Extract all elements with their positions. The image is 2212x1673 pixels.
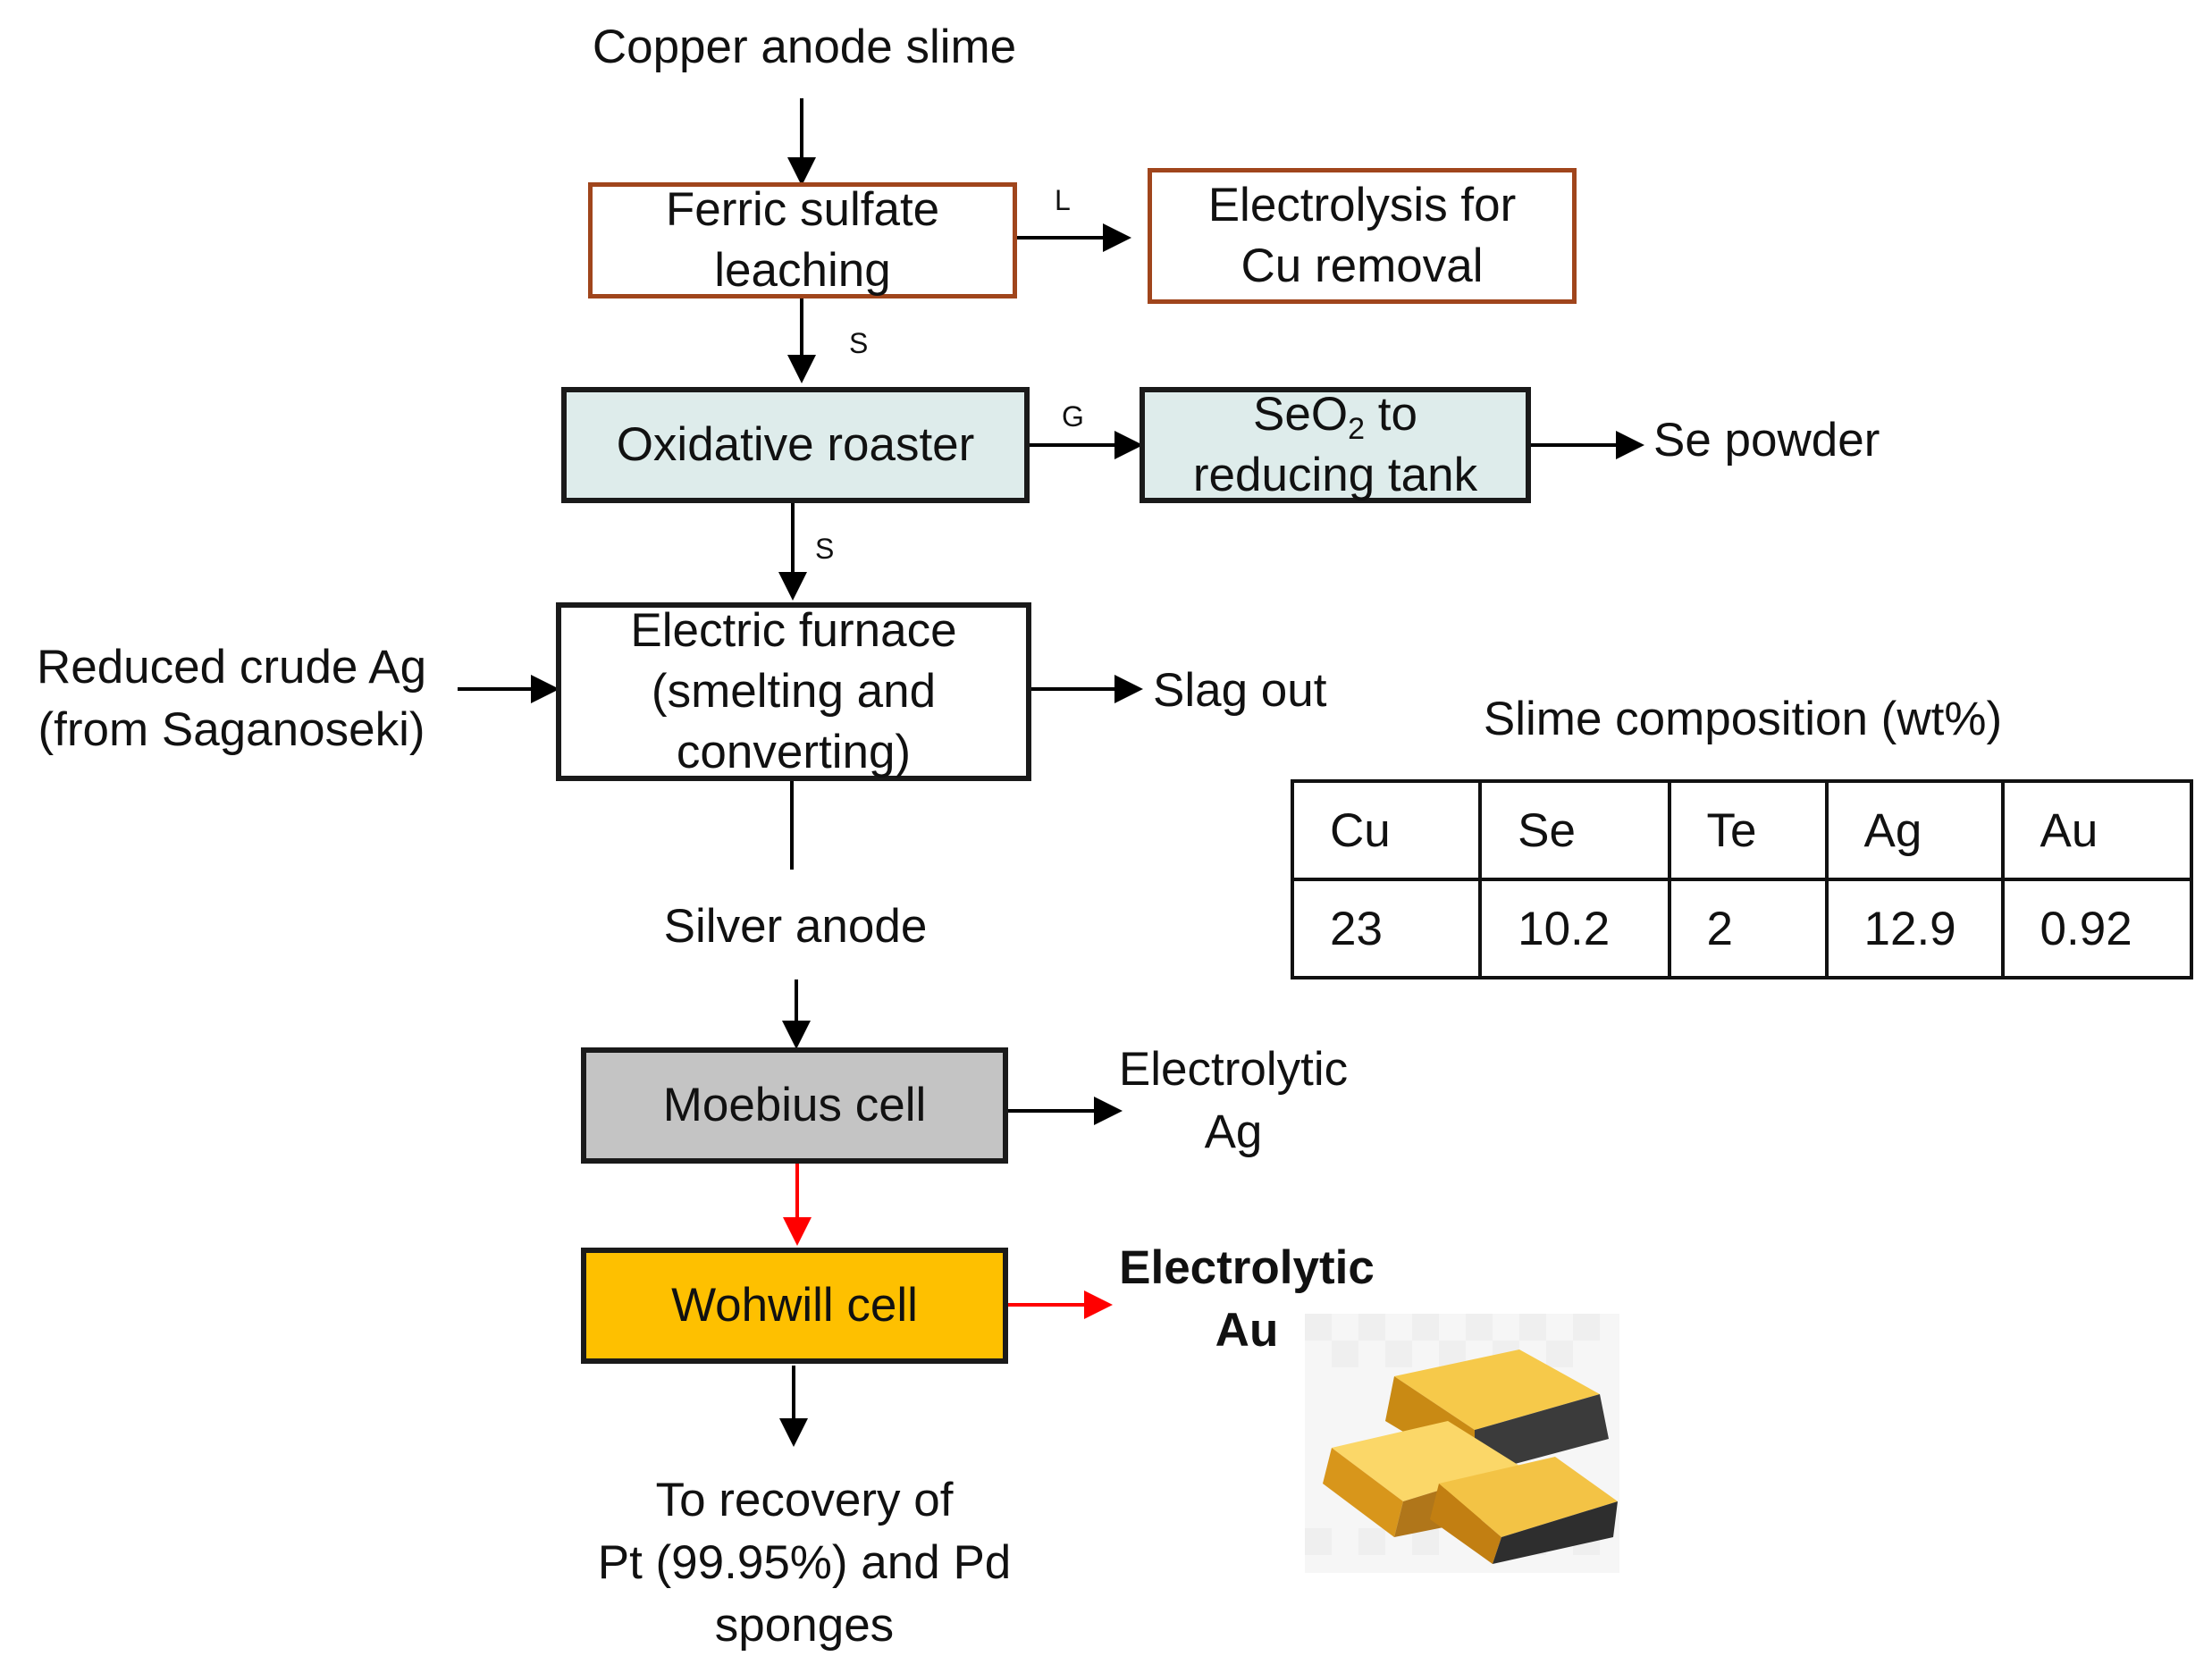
value-cu: 23 [1290, 878, 1483, 979]
furnace-line-1: Electric furnace [630, 604, 957, 657]
electric-furnace-box: Electric furnace (smelting and convertin… [556, 602, 1031, 781]
wohwill-cell-box: Wohwill cell [581, 1248, 1008, 1364]
seo2-line-2: reducing tank [1192, 449, 1478, 501]
ferric-line-1: Ferric sulfate [665, 183, 940, 236]
elec-au-line-1: Electrolytic [1119, 1241, 1375, 1294]
gold-bars-icon [1305, 1314, 1619, 1573]
header-te: Te [1667, 779, 1829, 881]
elec-ag-line-2: Ag [1204, 1106, 1263, 1158]
slag-out-label: Slag out [1153, 664, 1327, 717]
oxidative-roaster-box: Oxidative roaster [561, 387, 1030, 503]
header-au: Au [2000, 779, 2194, 881]
seo2-formula: SeO [1253, 388, 1349, 441]
furnace-line-3: converting) [676, 726, 912, 778]
reduced-crude-ag-label: Reduced crude Ag (from Saganoseki) [13, 636, 450, 761]
value-te: 2 [1667, 878, 1829, 979]
wohwill-label: Wohwill cell [671, 1279, 918, 1332]
header-ag: Ag [1824, 779, 2005, 881]
moebius-cell-box: Moebius cell [581, 1047, 1008, 1164]
composition-title: Slime composition (wt%) [1483, 693, 2003, 745]
edge-label-solid-2: S [815, 533, 835, 565]
header-cu: Cu [1290, 779, 1483, 881]
se-powder-label: Se powder [1653, 414, 1880, 467]
recovery-line-1: To recovery of [655, 1474, 954, 1526]
value-ag: 12.9 [1824, 878, 2005, 979]
elec-ag-line-1: Electrolytic [1118, 1043, 1349, 1096]
value-au: 0.92 [2000, 878, 2194, 979]
seo2-subscript: 2 [1348, 412, 1366, 446]
composition-value-row: 23 10.2 2 12.9 0.92 [1290, 878, 2194, 979]
electrolytic-au-label: Electrolytic Au [1108, 1237, 1385, 1362]
roaster-label: Oxidative roaster [616, 418, 975, 471]
ferric-sulfate-leaching-box: Ferric sulfate leaching [588, 182, 1017, 298]
crude-line-2: (from Saganoseki) [38, 703, 425, 756]
edge-label-liquid: L [1055, 184, 1071, 216]
composition-header-row: Cu Se Te Ag Au [1290, 779, 2194, 881]
crude-line-1: Reduced crude Ag [36, 641, 427, 694]
elec-au-line-2: Au [1215, 1304, 1279, 1357]
recovery-label: To recovery of Pt (99.95%) and Pd sponge… [527, 1469, 1081, 1657]
composition-table: Cu Se Te Ag Au 23 10.2 2 12.9 0.92 [1290, 779, 2194, 979]
electrolysis-cu-removal-box: Electrolysis for Cu removal [1148, 168, 1577, 304]
ferric-line-2: leaching [714, 244, 891, 297]
electrolysis-line-2: Cu removal [1241, 240, 1484, 292]
header-se: Se [1478, 779, 1671, 881]
copper-anode-slime-label: Copper anode slime [592, 21, 1017, 73]
edge-label-gas: G [1062, 400, 1084, 433]
seo2-reducing-tank-box: SeO2 to reducing tank [1140, 387, 1531, 503]
moebius-label: Moebius cell [662, 1079, 927, 1131]
silver-anode-label: Silver anode [663, 900, 928, 953]
electrolysis-line-1: Electrolysis for [1207, 179, 1517, 231]
furnace-line-2: (smelting and [651, 665, 937, 718]
recovery-line-2: Pt (99.95%) and Pd [597, 1536, 1012, 1589]
seo2-line-1: SeO2 to [1253, 384, 1417, 445]
electrolytic-ag-label: Electrolytic Ag [1099, 1038, 1367, 1164]
recovery-line-3: sponges [714, 1599, 895, 1652]
seo2-suffix: to [1365, 388, 1417, 441]
value-se: 10.2 [1478, 878, 1671, 979]
edge-label-solid-1: S [849, 327, 869, 359]
